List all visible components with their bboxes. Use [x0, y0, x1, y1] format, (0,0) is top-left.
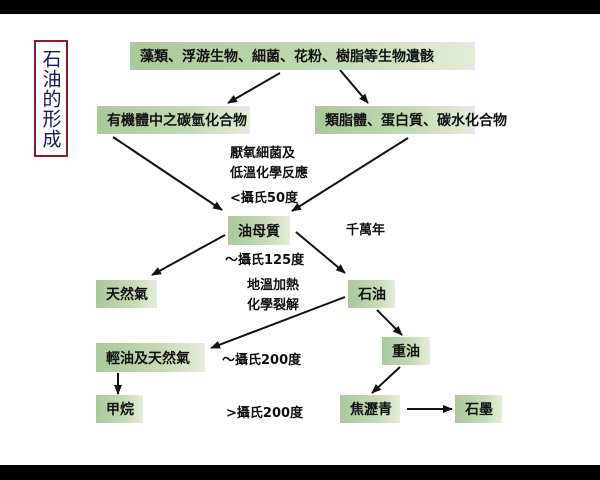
node-remains: 藻類、浮游生物、細菌、花粉、樹脂等生物遺骸 — [130, 42, 475, 70]
label-temp-50: <攝氏50度 — [230, 191, 298, 206]
label-heating-1: 地溫加熱 — [247, 278, 300, 293]
arrow-remains-to-lipids — [339, 69, 369, 104]
arrow-petroleum-to-heavy-oil — [376, 309, 403, 336]
label-heating-2: 化學裂解 — [247, 298, 300, 313]
node-graphite: 石墨 — [455, 395, 502, 423]
arrow-hydrocarbons-to-kerogen — [112, 136, 223, 211]
node-methane: 甲烷 — [96, 395, 143, 423]
arrow-petroleum-to-light-oil — [210, 296, 346, 349]
bottom-black-bar — [0, 465, 600, 480]
arrow-heavy-oil-to-pyrobitumen — [371, 366, 401, 394]
arrow-lipids-to-kerogen — [291, 137, 409, 212]
node-lipids: 類脂體、蛋白質、碳水化合物 — [315, 106, 507, 134]
label-ten-million-years: 千萬年 — [346, 223, 386, 238]
top-black-bar — [0, 0, 600, 14]
label-temp-200-above: >攝氏200度 — [226, 406, 304, 421]
node-kerogen: 油母質 — [228, 216, 290, 245]
arrow-kerogen-to-gas — [151, 234, 226, 276]
arrow-remains-to-hydrocarbons — [227, 72, 281, 104]
label-anaerobic-1: 厭氧細菌及 — [230, 146, 296, 161]
node-heavy-oil: 重油 — [382, 337, 430, 365]
node-light-oil-gas: 輕油及天然氣 — [96, 343, 205, 372]
node-pyrobitumen: 焦瀝青 — [340, 395, 400, 423]
arrow-kerogen-to-petroleum — [295, 231, 346, 274]
label-anaerobic-2: 低溫化學反應 — [230, 166, 309, 181]
label-temp-125: ～攝氏125度 — [225, 253, 305, 268]
label-temp-200-approx: ～攝氏200度 — [222, 353, 302, 368]
node-natural-gas: 天然氣 — [96, 280, 157, 308]
node-petroleum: 石油 — [348, 280, 395, 308]
node-hydrocarbons: 有機體中之碳氫化合物 — [97, 106, 250, 134]
diagram-title: 石油的形成 — [34, 40, 68, 157]
